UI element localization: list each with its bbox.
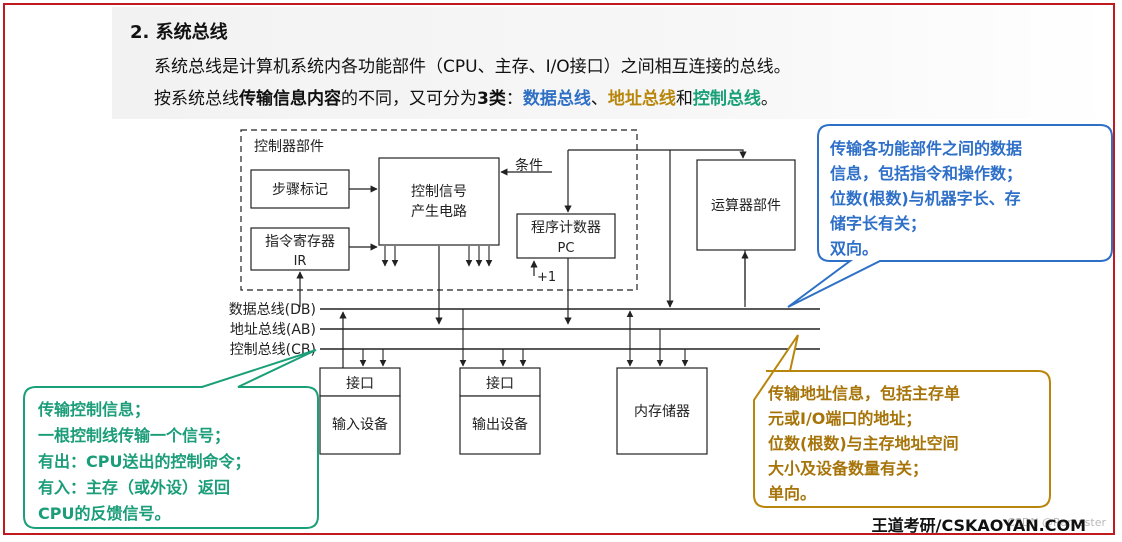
- control-bus-term: 控制总线: [692, 89, 761, 109]
- top-route-to-alu: [568, 149, 747, 159]
- output-device-box: [459, 395, 541, 455]
- pc-increment-label: +1: [537, 270, 556, 285]
- blue-line-4: 储字长有关；: [830, 214, 927, 233]
- definition-text: 系统总线是计算机系统内各功能部件（CPU、主存、I/O接口）之间相互连接的总线。: [154, 57, 791, 77]
- classification-colon: ：: [505, 89, 523, 109]
- control-bus-callout: [23, 349, 319, 529]
- memory-box: [616, 367, 708, 455]
- step-counter-label: 步骤标记: [272, 182, 328, 198]
- signal-gen-label-1: 控制信号: [411, 184, 467, 200]
- ir-label-1: 指令寄存器: [265, 233, 335, 250]
- instruction-register-box: [250, 227, 350, 271]
- address-bus-label: 地址总线(AB): [230, 322, 316, 338]
- gold-line-3: 位数(根数)与主存地址空间: [768, 434, 959, 453]
- alu-box: [696, 159, 796, 251]
- pc-label-2: PC: [558, 241, 575, 256]
- input-device-box: [319, 395, 401, 455]
- control-bus-label: 控制总线(CB): [230, 342, 316, 358]
- ir-label-2: IR: [294, 254, 307, 269]
- classification-end: 。: [760, 89, 778, 109]
- output-interface-label: 接口: [486, 375, 514, 392]
- classification-and: 和: [675, 89, 693, 109]
- memory-label: 内存储器: [634, 404, 690, 420]
- footer-brand: 王道考研/CSKAOYAN.COM: [871, 516, 1086, 535]
- pc-label-1: 程序计数器: [531, 220, 601, 236]
- alu-label: 运算器部件: [711, 198, 781, 214]
- classification-text: 按系统总线传输信息内容的不同，又可分为3类：数据总线、地址总线和控制总线。: [154, 84, 778, 109]
- csdn-watermark: CSDN @Ramaster: [1007, 516, 1106, 529]
- green-line-3: 有出：CPU送出的控制命令；: [38, 452, 251, 471]
- address-bus-term: 地址总线: [607, 89, 676, 109]
- controller-region-label: 控制器部件: [254, 139, 324, 155]
- green-line-1: 传输控制信息；: [38, 400, 151, 419]
- signal-gen-label-2: 产生电路: [411, 204, 467, 220]
- classification-basis: 传输信息内容: [239, 89, 341, 109]
- green-line-2: 一根控制线传输一个信号；: [38, 426, 231, 445]
- output-interface-box: [459, 367, 541, 397]
- program-counter-box: [516, 213, 616, 259]
- data-bus-term: 数据总线: [522, 89, 591, 109]
- header-band: [112, 7, 1112, 119]
- classification-prefix: 按系统总线: [154, 89, 239, 109]
- classification-sep: 、: [590, 89, 608, 109]
- control-signal-generator-box: [378, 157, 500, 246]
- address-bus-callout: [753, 334, 1051, 508]
- blue-line-3: 位数(根数)与机器字长、存: [830, 189, 1021, 208]
- section-heading: 2. 系统总线: [130, 22, 228, 43]
- output-device-label: 输出设备: [472, 416, 528, 433]
- gold-line-5: 单向。: [768, 484, 817, 503]
- blue-line-2: 信息，包括指令和操作数；: [830, 164, 1023, 183]
- input-interface-label: 接口: [346, 375, 374, 392]
- control-bus-callout-text: 传输控制信息； 一根控制线传输一个信号； 有出：CPU送出的控制命令； 有入：主…: [38, 397, 250, 527]
- blue-line-5: 双向。: [830, 239, 879, 258]
- gold-line-2: 元或I/O端口的地址；: [768, 409, 922, 428]
- input-device-label: 输入设备: [332, 416, 388, 433]
- input-interface-box: [319, 367, 401, 397]
- address-bus-callout-text: 传输地址信息，包括主存单 元或I/O端口的地址； 位数(根数)与主存地址空间 大…: [768, 381, 960, 506]
- step-counter-box: [250, 169, 350, 209]
- data-bus-callout-text: 传输各功能部件之间的数据 信息，包括指令和操作数； 位数(根数)与机器字长、存 …: [830, 136, 1022, 261]
- condition-label: 条件: [515, 157, 543, 174]
- green-line-4: 有入：主存（或外设）返回: [38, 478, 231, 497]
- gold-line-1: 传输地址信息，包括主存单: [768, 384, 961, 403]
- classification-middle: 的不同，又可分为: [341, 89, 477, 109]
- green-line-5: CPU的反馈信号。: [38, 504, 171, 523]
- data-bus-label: 数据总线(DB): [229, 302, 316, 318]
- gold-line-4: 大小及设备数量有关；: [768, 459, 929, 478]
- blue-line-1: 传输各功能部件之间的数据: [830, 139, 1023, 158]
- data-bus-callout: [787, 124, 1113, 308]
- classification-count: 3类: [477, 89, 506, 109]
